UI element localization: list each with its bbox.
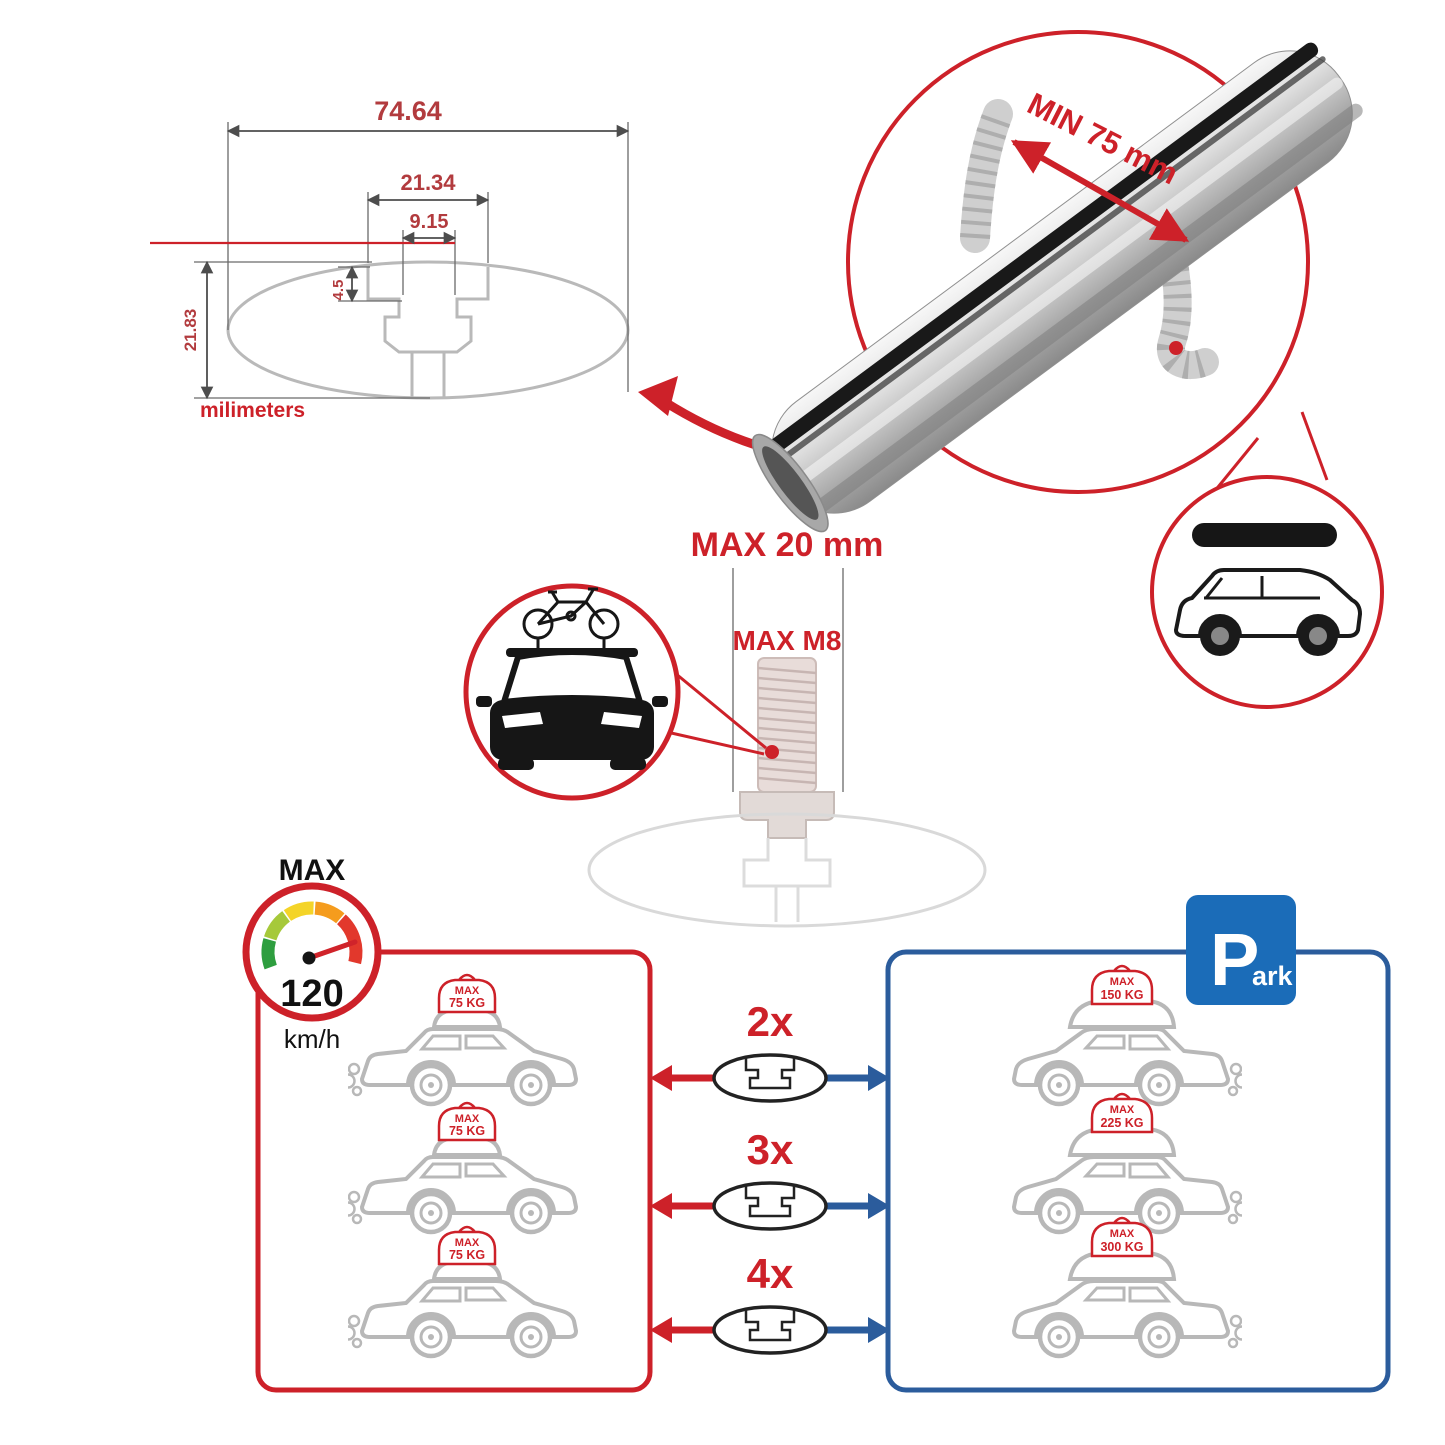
arrow-right-head: [868, 1317, 890, 1343]
arrow-left-head: [650, 1193, 672, 1219]
dim-label-slot-inner: 9.15: [410, 211, 449, 233]
speedometer-arcs: [261, 901, 363, 970]
thread-lines: [757, 666, 817, 785]
load-label-weight: 300 KG: [1100, 1240, 1143, 1254]
t-slot-foot-lines: [410, 352, 446, 397]
load-label-weight: 75 KG: [449, 1124, 485, 1138]
multiplier-label: 4x: [747, 1250, 794, 1297]
crossbar-section-icon: [712, 1181, 828, 1231]
park-suffix: ark: [1252, 961, 1294, 991]
dim-label-overall-width: 74.64: [374, 96, 442, 126]
bicycle-icon: [522, 587, 620, 650]
speed-limit-gauge: MAX 120 km/h: [242, 854, 382, 1054]
bar-profile-ellipse: [226, 260, 630, 400]
extension-lines-overall-width: [227, 122, 629, 392]
dim-label-overall-height: 21.83: [181, 309, 200, 352]
thread-label: MAX M8: [733, 625, 842, 656]
left-panel-cars: MAX 75 KG MAX 75 KG MAX 75 KG: [342, 973, 577, 1356]
clamp-hook-icon: [960, 99, 1013, 253]
park-sign: P ark: [1186, 895, 1296, 1005]
speedometer-pivot: [302, 951, 316, 965]
car-roofbox-icon: [1173, 523, 1363, 656]
car-front-icon: [476, 648, 668, 770]
speedometer-needle: [306, 939, 358, 961]
load-label-weight: 150 KG: [1100, 988, 1143, 1002]
load-label-max: MAX: [1110, 1104, 1135, 1116]
crossbar-count-rows: 2x 3x 4x: [650, 998, 890, 1355]
load-label-max: MAX: [1110, 976, 1135, 988]
bolt-extension-lines: [732, 568, 844, 792]
load-label-max: MAX: [455, 985, 480, 997]
arrow-left-head: [650, 1065, 672, 1091]
load-label-weight: 75 KG: [449, 1248, 485, 1262]
crossbar-section-slot: [744, 1310, 796, 1342]
multiplier-label: 3x: [747, 1126, 794, 1173]
bike-car-circle: [463, 583, 681, 801]
load-label: MAX 225 KG: [1090, 1092, 1154, 1134]
units-label: milimeters: [200, 399, 305, 422]
cross-section-diagram: 74.64 21.34 9.15 4.5 21.83 milimeters: [150, 96, 630, 422]
right-panel-cars: MAX 150 KG MAX 225 KG MAX 300 KG: [1014, 964, 1249, 1356]
speed-max-label: MAX: [279, 854, 346, 887]
pointer-arrowhead: [638, 376, 678, 416]
load-label: MAX 75 KG: [437, 1101, 497, 1142]
crossbar-section-icon: [712, 1053, 828, 1103]
load-label: MAX 75 KG: [437, 973, 497, 1014]
load-label-max: MAX: [455, 1237, 480, 1249]
extension-lines-overall-height: [194, 261, 430, 399]
circle-connectors: [1212, 411, 1329, 493]
bolt-diagram: MAX 20 mm MAX M8: [587, 526, 987, 928]
connector-line: [663, 662, 767, 750]
roofbox-car-circle: [1150, 475, 1384, 709]
arrow-right-head: [868, 1065, 890, 1091]
multiplier-label: 2x: [747, 998, 794, 1045]
load-label-max: MAX: [455, 1113, 480, 1125]
connector-line: [657, 728, 765, 756]
crossbar-section-slot: [744, 1186, 796, 1218]
extension-lines-lip: [338, 266, 402, 302]
arrow-left-head: [650, 1317, 672, 1343]
crossbar-section-icon: [712, 1305, 828, 1355]
load-label: MAX 150 KG: [1090, 964, 1154, 1006]
crossbar-photo-circle: MIN 75 mm: [751, 30, 1363, 533]
dim-label-lip: 4.5: [330, 280, 347, 301]
load-label-weight: 225 KG: [1100, 1116, 1143, 1130]
crossbar-section-slot: [744, 1058, 796, 1090]
load-label-max: MAX: [1110, 1228, 1135, 1240]
speed-unit: km/h: [284, 1024, 340, 1054]
arrow-right-head: [868, 1193, 890, 1219]
park-sign-board: [1186, 895, 1296, 1005]
ghost-profile: [587, 812, 987, 928]
dim-label-slot-outer: 21.34: [400, 170, 456, 195]
hook-point-dot: [1169, 341, 1183, 355]
roof-box-icon: [1192, 523, 1337, 547]
max-length-label: MAX 20 mm: [691, 526, 884, 564]
bolt-point-dot: [765, 745, 779, 759]
load-label: MAX 300 KG: [1090, 1216, 1154, 1258]
bolt-icon: [739, 657, 835, 839]
park-letter: P: [1210, 918, 1259, 1001]
load-label: MAX 75 KG: [437, 1225, 497, 1266]
t-slot-profile: [366, 267, 490, 354]
load-label-weight: 75 KG: [449, 996, 485, 1010]
min-spacing-arrow: [1010, 139, 1190, 243]
speed-value: 120: [280, 973, 343, 1015]
